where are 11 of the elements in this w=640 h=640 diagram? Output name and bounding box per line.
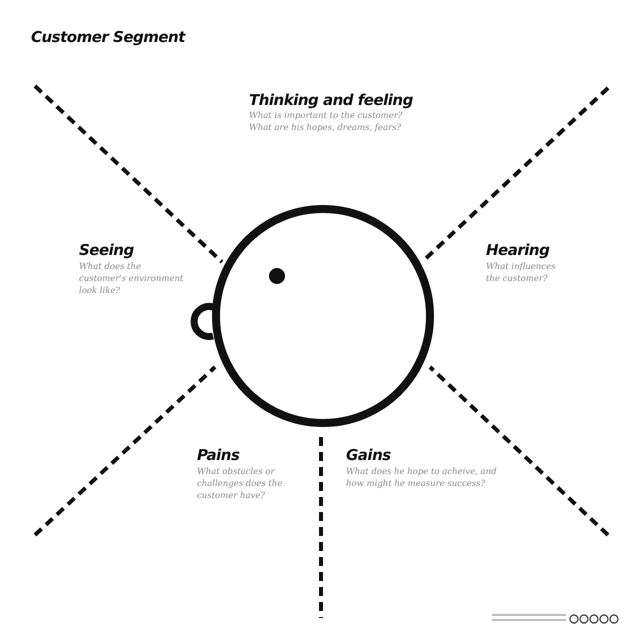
section-question: What influences the customer? <box>486 261 556 285</box>
section-heading: Hearing <box>486 241 550 259</box>
section-question: What obstacles or challenges does the customer have? <box>197 466 284 502</box>
section-question: What does the customer's environment look like? <box>79 261 184 297</box>
section-heading: Pains <box>197 446 240 464</box>
section-heading: Thinking and feeling <box>249 91 413 109</box>
section-question: What is important to the customer? What are his hopes, dreams, fears? <box>249 110 404 134</box>
section-heading: Gains <box>346 446 391 464</box>
section-question: What does he hope to acheive, and how might he measure success? <box>346 466 498 490</box>
diagram-title: Customer Segment <box>31 28 185 46</box>
section-heading: Seeing <box>79 241 134 259</box>
